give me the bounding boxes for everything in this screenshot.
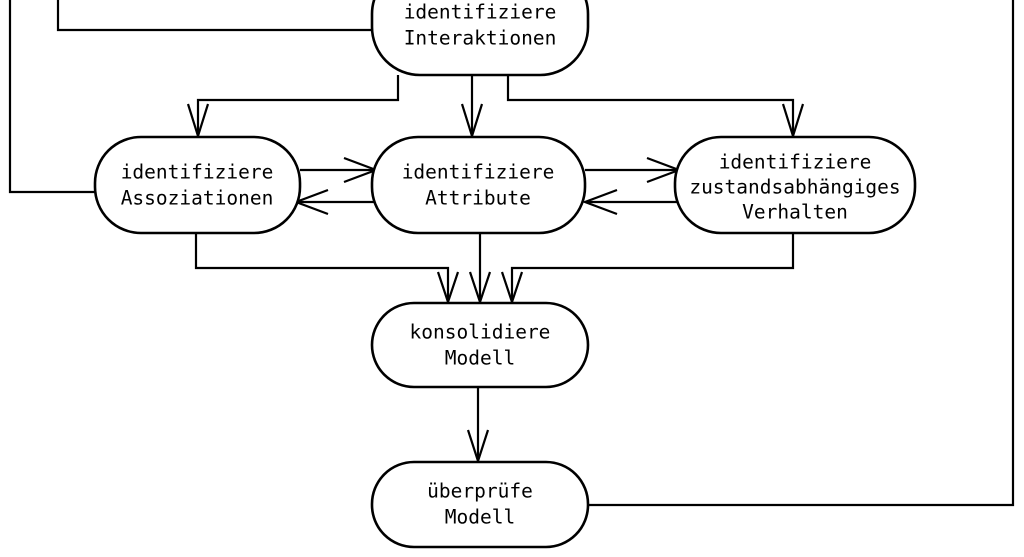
node-label-line2: Attribute (425, 187, 531, 210)
node-ueberpruefe-modell[interactable]: überprüfe Modell (370, 460, 590, 549)
node-label-line1: konsolidiere (410, 321, 551, 344)
node-label-line1: identifiziere (402, 161, 555, 184)
node-label-line1: identifiziere (121, 161, 274, 184)
edge-konsolidiere-modell-to-ueberpruefe-modell (466, 387, 490, 465)
edge-zustandsabhaengiges-verhalten-to-attribute (581, 188, 677, 216)
edge-zustandsabhaengiges-verhalten-to-konsolidiere-modell (500, 233, 795, 306)
edge-assoziationen-to-konsolidiere-modell (194, 233, 460, 306)
node-label-line1: überprüfe (427, 480, 533, 503)
edge-ueberpruefe-modell-feedback-right (588, 0, 1015, 507)
edge-interaktionen-to-attribute (460, 75, 484, 140)
edge-interaktionen-feedback-left (56, 0, 372, 32)
edge-assoziationen-to-attribute (300, 156, 380, 184)
edge-assoziationen-feedback-left (8, 0, 97, 194)
node-label-line2: Assoziationen (121, 187, 274, 210)
edge-attribute-to-konsolidiere-modell (468, 233, 492, 306)
node-label-line2: Modell (445, 347, 515, 370)
node-identifiziere-assoziationen[interactable]: identifiziere Assoziationen (93, 135, 302, 235)
node-konsolidiere-modell[interactable]: konsolidiere Modell (370, 301, 590, 389)
edge-attribute-to-assoziationen (292, 188, 374, 216)
node-label-line2: Interaktionen (404, 27, 557, 50)
node-label-line2: zustandsabhängiges (689, 176, 900, 199)
node-identifiziere-zustandsabhaengiges-verhalten[interactable]: identifiziere zustandsabhängiges Verhalt… (673, 135, 917, 235)
node-label-line3: Verhalten (742, 201, 848, 224)
node-identifiziere-attribute[interactable]: identifiziere Attribute (370, 135, 587, 235)
edge-attribute-to-zustandsabhaengiges-verhalten (585, 156, 683, 184)
node-identifiziere-interaktionen[interactable]: identifiziere Interaktionen (370, 0, 590, 77)
node-label-line1: identifiziere (719, 151, 872, 174)
node-label-line1: identifiziere (404, 1, 557, 24)
edge-interaktionen-to-assoziationen (186, 75, 400, 140)
node-label-line2: Modell (445, 506, 515, 529)
edge-interaktionen-to-zustandsabhaengiges-verhalten (506, 75, 805, 140)
